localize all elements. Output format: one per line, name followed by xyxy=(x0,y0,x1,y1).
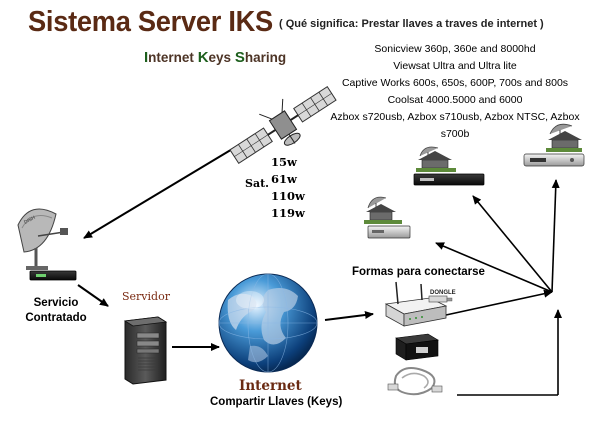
compatible-models-list: Sonicview 360p, 360e and 8000hd Viewsat … xyxy=(320,41,590,140)
model-item: Sonicview 360p, 360e and 8000hd xyxy=(374,43,536,55)
internet-caption: Compartir Llaves (Keys) xyxy=(210,396,343,408)
usb-dongle-icon xyxy=(428,295,453,303)
service-label-line1: Servicio xyxy=(33,297,79,309)
tagline-rest-k: eys xyxy=(208,50,235,65)
receiver-box-service xyxy=(29,270,77,281)
receiver-right-icon xyxy=(523,123,585,167)
arrow-hub-to-receiver-left xyxy=(435,242,553,293)
svg-text:DISH: DISH xyxy=(23,215,37,226)
arrow-hub-to-receiver-middle xyxy=(472,195,553,293)
page-subtitle: ( Qué significa: Prestar llaves a traves… xyxy=(279,18,544,30)
connection-methods-label: Formas para conectarse xyxy=(352,266,485,278)
satellite-positions: 15w 61w 110w 119w xyxy=(271,154,305,222)
tagline: Internet Keys Sharing xyxy=(144,49,286,66)
arrow-dish-to-server xyxy=(77,284,109,307)
model-item: Captive Works 600s, 650s, 600P, 700s and… xyxy=(341,77,569,89)
tagline-rest-s: haring xyxy=(244,50,287,65)
receiver-middle-icon xyxy=(413,146,485,186)
page-title: Sistema Server IKS xyxy=(28,6,273,38)
network-cable-icon xyxy=(387,367,443,396)
service-label: Servicio Contratado xyxy=(20,296,92,326)
satellite-dish-icon: DISH xyxy=(17,208,68,270)
satellite-icon xyxy=(229,86,337,164)
model-item: Coolsat 4000.5000 and 6000 xyxy=(387,94,523,106)
satellite-label: Sat. xyxy=(245,177,269,190)
router-icon xyxy=(384,281,448,327)
connection-arrows xyxy=(77,141,562,396)
satellite-position: 15w xyxy=(271,155,297,169)
arrow-devices-to-hub xyxy=(445,289,553,316)
model-item: Azbox s720usb, Azbox s710usb, Azbox NTSC… xyxy=(330,111,580,140)
dongle-label: DONGLE xyxy=(430,290,456,296)
tagline-cap-s: S xyxy=(234,49,245,66)
tagline-rest-i: nternet xyxy=(148,50,198,65)
satellite-position: 119w xyxy=(271,206,305,220)
internet-globe-icon xyxy=(218,273,318,373)
arrow-satellite-to-dish xyxy=(83,141,245,239)
satellite-position: 110w xyxy=(271,189,305,203)
model-item: Viewsat Ultra and Ultra lite xyxy=(393,60,517,72)
receiver-left-icon xyxy=(364,196,411,239)
server-label: Servidor xyxy=(122,290,170,303)
tagline-cap-k: K xyxy=(197,49,209,66)
internet-label: Internet xyxy=(239,378,302,394)
arrow-hub-to-receiver-right xyxy=(551,179,560,293)
arrow-internet-to-devices xyxy=(324,311,374,321)
power-adapter-icon xyxy=(395,333,439,361)
server-tower-icon xyxy=(123,316,168,385)
satellite-position: 61w xyxy=(271,172,297,186)
tagline-cap-i: I xyxy=(144,49,149,66)
service-label-line2: Contratado xyxy=(25,312,87,324)
